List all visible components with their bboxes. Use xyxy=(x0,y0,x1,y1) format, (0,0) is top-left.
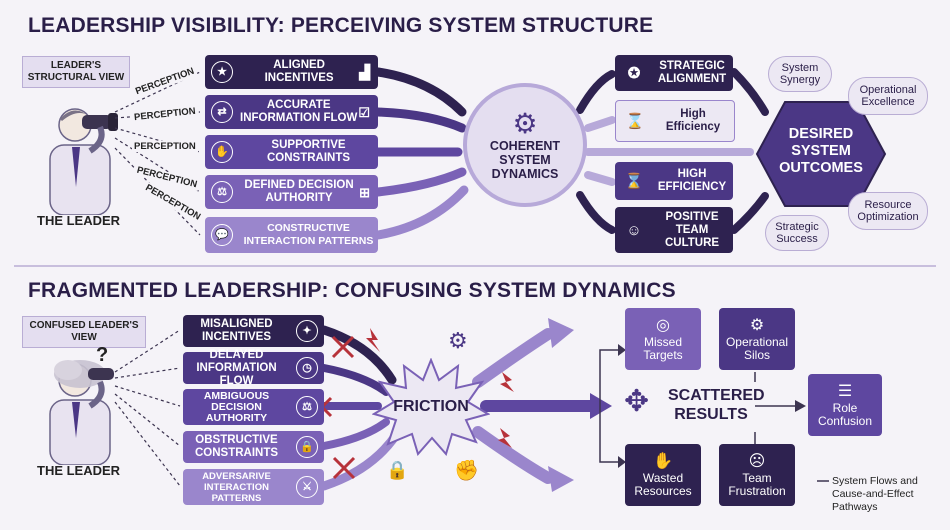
top-leader-label: THE LEADER xyxy=(37,213,121,228)
frustrated-person-icon: ☹ xyxy=(748,453,766,470)
org-chart-icon: ⊞ xyxy=(359,184,370,200)
lock-icon: 🔒 xyxy=(386,460,409,480)
cloud-operational-excellence: Operational Excellence xyxy=(848,77,928,115)
bottom-leader-label: THE LEADER xyxy=(37,463,121,478)
puzzle-pieces-icon: ✥ xyxy=(624,385,650,418)
friction-label: FRICTION xyxy=(393,398,469,415)
bottom-view-label: CONFUSED LEADER'S VIEW xyxy=(22,316,146,348)
hand-support-icon: ✋ xyxy=(211,141,233,163)
compass-icon: ✪ xyxy=(627,64,641,82)
team-icon: ☺ xyxy=(626,221,642,239)
result-wasted-resources: ✋ Wasted Resources xyxy=(625,444,701,506)
element-ambiguous-decision-authority: AMBIGUOUS DECISION AUTHORITY ⚖ xyxy=(183,389,324,425)
element-constructive-interaction-patterns: 💬 CONSTRUCTIVE INTERACTION PATTERNS xyxy=(205,217,378,253)
hourglass-icon: ⌛ xyxy=(625,112,645,130)
clash-icon: ✊ xyxy=(454,460,479,482)
cloud-strategic-success: Strategic Success xyxy=(765,215,829,251)
flow-icon: ⇄ xyxy=(211,101,233,123)
output-strategic-alignment: ✪ STRATEGIC ALIGNMENT xyxy=(615,55,733,91)
hourglass-icon: ⌛ xyxy=(624,172,644,190)
result-team-frustration: ☹ Team Frustration xyxy=(719,444,795,506)
question-mark: ? xyxy=(96,344,109,366)
scattered-results-label: SCATTERED RESULTS xyxy=(668,387,765,423)
result-role-confusion: ☰ Role Confusion xyxy=(808,374,882,436)
friction-burst xyxy=(372,358,490,456)
gear-icon: ⚙ xyxy=(512,108,538,139)
element-supportive-constraints: ✋ SUPPORTIVE CONSTRAINTS xyxy=(205,135,378,169)
top-title: LEADERSHIP VISIBILITY: PERCEIVING SYSTEM… xyxy=(28,14,654,37)
leader-with-binoculars-figure xyxy=(49,108,118,215)
element-misaligned-incentives: MISALIGNED INCENTIVES ✦ xyxy=(183,315,324,347)
result-operational-silos: ⚙ Operational Silos xyxy=(719,308,795,370)
output-high-efficiency-1: ⌛ High Efficiency xyxy=(615,100,735,142)
clock-icon: ◷ xyxy=(296,357,318,379)
perception-label: PERCEPTION xyxy=(132,141,198,152)
falling-coins-icon: ✋ xyxy=(653,453,673,470)
output-positive-team-culture: ☺ POSITIVE TEAM CULTURE xyxy=(615,207,733,253)
medal-icon: ★ xyxy=(211,61,233,83)
conflict-icon: ⚔ xyxy=(296,476,318,498)
element-defined-decision-authority: ⚖ DEFINED DECISION AUTHORITY ⊞ xyxy=(205,175,378,209)
output-high-efficiency-2: ⌛ HIGH EFFICIENCY xyxy=(615,162,733,200)
gears-icon: ⚙ xyxy=(448,328,468,353)
bottom-title: FRAGMENTED LEADERSHIP: CONFUSING SYSTEM … xyxy=(28,279,676,302)
chat-icon: 💬 xyxy=(211,224,233,246)
element-obstructive-constraints: OBSTRUCTIVE CONSTRAINTS 🔒 xyxy=(183,431,324,463)
element-accurate-information-flow: ⇄ ACCURATE INFORMATION FLOW ☑ xyxy=(205,95,378,129)
confused-leader-figure xyxy=(49,360,114,465)
result-missed-targets: ◎ Missed Targets xyxy=(625,308,701,370)
element-adversarive-interaction-patterns: ADVERSARIVE INTERACTION PATTERNS ⚔ xyxy=(183,469,324,505)
chart-icon: ▟ xyxy=(359,63,370,80)
cloud-system-synergy: System Synergy xyxy=(768,56,832,92)
gears-icon: ⚙ xyxy=(749,317,765,334)
gavel-icon: ⚖ xyxy=(211,181,233,203)
checklist-icon: ☑ xyxy=(358,104,370,120)
desired-outcome-label: DESIRED SYSTEM OUTCOMES xyxy=(779,126,863,176)
layers-icon: ☰ xyxy=(837,383,853,400)
target-icon: ◎ xyxy=(656,317,670,334)
cloud-resource-optimization: Resource Optimization xyxy=(848,192,928,230)
gavel-icon: ⚖ xyxy=(296,396,318,418)
lock-icon: 🔒 xyxy=(296,436,318,458)
coherent-system-dynamics-hub: ⚙ COHERENT SYSTEM DYNAMICS xyxy=(463,83,587,207)
top-view-label: LEADER'S STRUCTURAL VIEW xyxy=(22,56,130,88)
legend-text: System Flows and Cause-and-Effect Pathwa… xyxy=(832,475,918,513)
element-aligned-incentives: ★ ALIGNED INCENTIVES ▟ xyxy=(205,55,378,89)
broken-medal-icon: ✦ xyxy=(296,320,318,342)
element-delayed-information-flow: DELAYED INFORMATION FLOW ◷ xyxy=(183,349,324,387)
